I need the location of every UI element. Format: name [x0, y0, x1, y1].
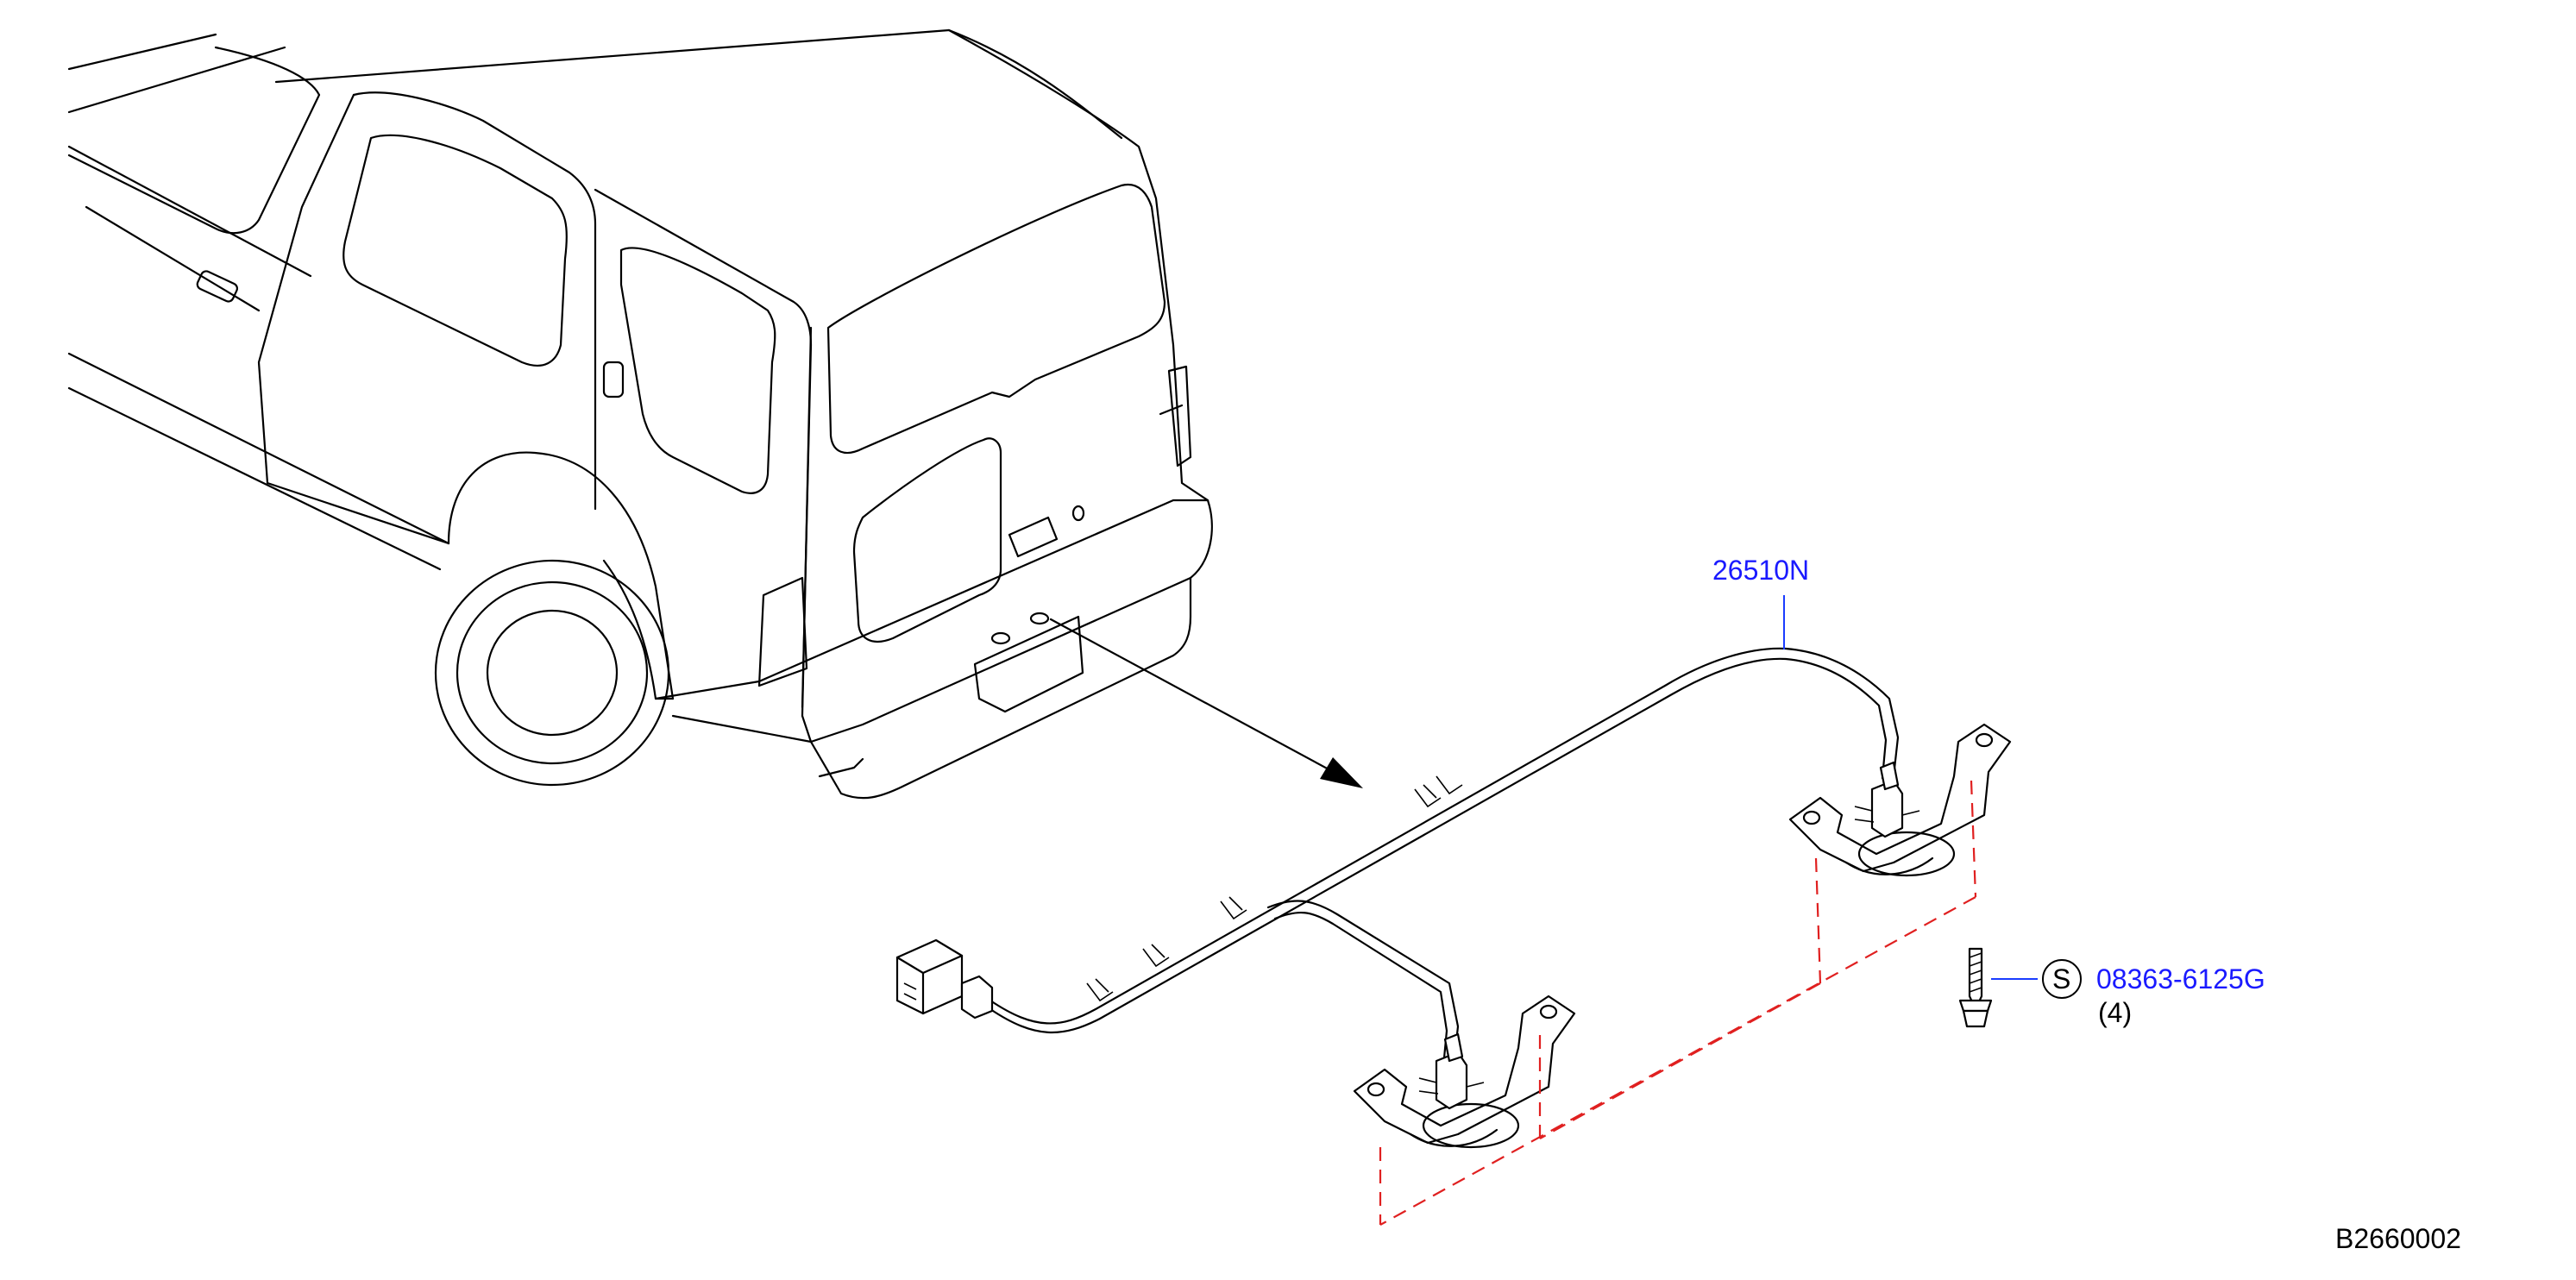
license-lamp-left — [1353, 995, 1576, 1149]
drawing-id: B2660002 — [2335, 1223, 2461, 1254]
reference-dashed-lines — [1379, 780, 1977, 1226]
license-lamp-right — [1788, 723, 2012, 877]
vehicle-rear-view — [67, 28, 1213, 800]
wire-harness — [989, 595, 1900, 1069]
screw-symbol: S — [2052, 963, 2070, 995]
harness-part-number[interactable]: 26510N — [1712, 555, 1809, 586]
connector-icon — [895, 938, 994, 1020]
s-symbol-circle — [2042, 959, 2082, 999]
direction-arrow — [1049, 618, 1363, 788]
screw-part-number[interactable]: 08363-6125G — [2096, 963, 2265, 995]
screw-icon — [1958, 947, 2038, 1028]
screw-quantity: (4) — [2098, 997, 2132, 1028]
